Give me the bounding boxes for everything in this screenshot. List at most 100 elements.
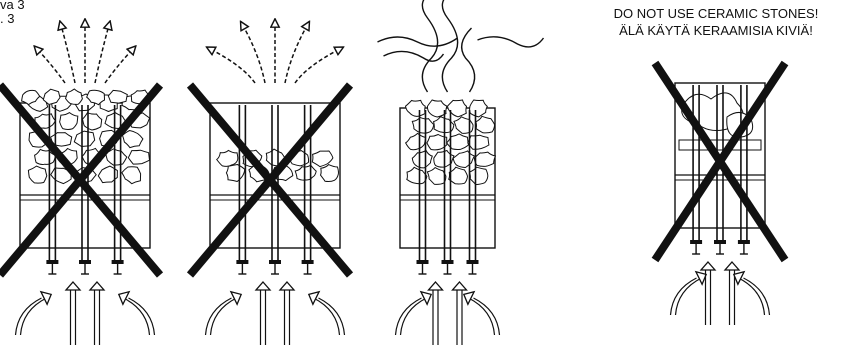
airflow-arrow (210, 49, 256, 84)
element-terminal (441, 260, 454, 264)
airflow-arrow-head (462, 290, 476, 306)
cross-out-mark (186, 82, 354, 278)
airflow-arrow (284, 25, 307, 84)
element-terminal (714, 240, 726, 244)
heat-wave (477, 36, 545, 48)
airflow-arrow-shaft (473, 297, 501, 336)
airflow-arrow-head (278, 281, 296, 291)
ceramic-block (678, 139, 762, 151)
airflow-arrow-shaft (209, 297, 237, 336)
stone (127, 149, 151, 165)
airflow-arrow (94, 25, 109, 84)
stone (467, 134, 490, 150)
airflow-arrow-shaft (399, 297, 427, 336)
heat-wave (460, 27, 476, 93)
airflow-arrow-head (254, 281, 272, 291)
heat-wave (421, 0, 439, 93)
airflow-arrow-head (88, 281, 106, 291)
stone (42, 88, 61, 106)
airflow-arrow-shaft (738, 277, 766, 316)
warning-finnish: ÄLÄ KÄYTÄ KERAAMISIA KIVIÄ! (619, 23, 813, 38)
airflow-arrow-shaft (674, 277, 702, 316)
stone (446, 133, 469, 150)
airflow-arrow-shaft (204, 297, 232, 336)
airflow-arrow (61, 25, 76, 84)
airflow-arrow-head (723, 261, 741, 271)
cross-out-mark (0, 82, 164, 278)
airflow-arrow-shaft (128, 297, 156, 336)
cross-stroke (0, 82, 164, 278)
stone (86, 89, 106, 106)
ceramic-warning: DO NOT USE CERAMIC STONES! ÄLÄ KÄYTÄ KER… (596, 5, 836, 39)
stone (59, 111, 79, 130)
cross-stroke (186, 82, 354, 278)
airflow-arrow (37, 49, 66, 84)
figure-label-line-2: . 3 (0, 11, 15, 26)
stone (426, 166, 447, 185)
stone (426, 99, 448, 118)
element-terminal (416, 260, 429, 264)
stone (215, 149, 239, 167)
figure-label-line-1: va 3 (0, 0, 25, 12)
element-terminal (690, 240, 703, 244)
cross-stroke (651, 60, 789, 263)
airflow-arrow-shaft (743, 277, 771, 316)
stone (404, 132, 427, 151)
heater-panel-4 (651, 60, 789, 325)
heater-panel-3 (377, 0, 545, 345)
stone (97, 165, 118, 184)
heat-wave (441, 0, 459, 93)
stone (411, 149, 433, 169)
airflow-arrow-shaft (394, 297, 422, 336)
heater-panel-1 (0, 23, 164, 345)
stone (121, 166, 142, 185)
stone-pile (21, 88, 151, 185)
airflow-arrow-shaft (123, 297, 151, 336)
stone (27, 165, 48, 184)
element-terminal (269, 260, 281, 264)
stone (64, 88, 83, 105)
stone (469, 99, 488, 118)
element-terminal (111, 260, 124, 264)
stone (319, 163, 339, 183)
airflow-arrow-head (694, 270, 708, 286)
airflow-arrow (104, 49, 133, 84)
airflow-arrow-shaft (313, 297, 341, 336)
stone (107, 89, 128, 104)
stone (475, 115, 496, 134)
stone (411, 116, 435, 134)
heat-wave (377, 36, 458, 47)
airflow-arrow-head (699, 261, 717, 271)
stone (105, 148, 128, 166)
stone (121, 129, 144, 149)
cross-out-mark (651, 60, 789, 263)
airflow-arrow-head (39, 290, 53, 306)
airflow-arrow-head (732, 270, 746, 286)
element-terminal (46, 260, 59, 264)
airflow-arrow-head (117, 290, 131, 306)
airflow-arrow (294, 49, 340, 84)
airflow-arrow-head (229, 290, 243, 306)
airflow-arrow-head (427, 281, 444, 291)
element-terminal (236, 260, 249, 264)
airflow-arrow-head (419, 290, 433, 306)
airflow-arrow-shaft (19, 297, 47, 336)
airflow-arrow-shaft (669, 277, 697, 316)
element-terminal (301, 260, 314, 264)
airflow-arrow-head (451, 281, 468, 291)
stone (446, 99, 468, 118)
heat-wave (383, 50, 445, 62)
airflow-arrow-shaft (14, 297, 42, 336)
airflow-arrow-head (307, 290, 321, 306)
airflow-arrow-head (64, 281, 82, 291)
stone (473, 151, 497, 167)
element-terminal (737, 240, 750, 244)
heater-panel-2 (186, 23, 354, 345)
stone (21, 89, 41, 106)
element-terminal (79, 260, 91, 264)
warning-english: DO NOT USE CERAMIC STONES! (613, 6, 819, 21)
airflow-arrow-shaft (468, 297, 496, 336)
stone (426, 133, 448, 151)
